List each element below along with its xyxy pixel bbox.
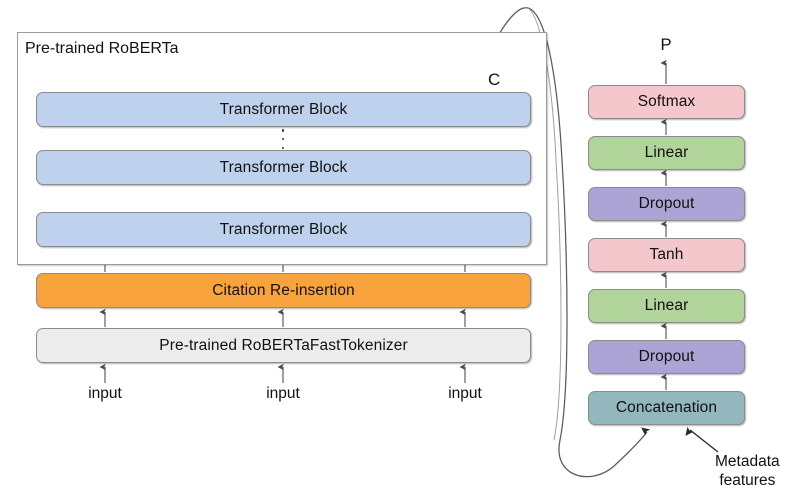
tanh-block: Tanh bbox=[588, 238, 745, 272]
pretrained-roberta-label: Pre-trained RoBERTa bbox=[25, 40, 179, 57]
input-label-2: input bbox=[266, 385, 300, 402]
linear-block-bottom: Linear bbox=[588, 289, 745, 323]
tokenizer-block: Pre-trained RoBERTaFastTokenizer bbox=[36, 328, 531, 363]
dropout-block-top: Dropout bbox=[588, 187, 745, 221]
softmax-block: Softmax bbox=[588, 85, 745, 119]
transformer-block-top: Transformer Block bbox=[36, 92, 531, 127]
metadata-features-line1: Metadata bbox=[715, 453, 780, 470]
metadata-arrow bbox=[685, 426, 719, 453]
input-label-1: input bbox=[88, 385, 122, 402]
citation-reinsertion-block: Citation Re-insertion bbox=[36, 273, 531, 308]
cls-token-label: C bbox=[488, 70, 501, 89]
output-probability-label: P bbox=[660, 36, 672, 54]
dropout-block-bottom: Dropout bbox=[588, 340, 745, 374]
transformer-block-middle: Transformer Block bbox=[36, 150, 531, 185]
metadata-features-label: Metadata features bbox=[715, 452, 780, 490]
vertical-ellipsis-icon bbox=[278, 129, 288, 149]
linear-block-top: Linear bbox=[588, 136, 745, 170]
transformer-block-bottom: Transformer Block bbox=[36, 212, 531, 247]
concatenation-block: Concatenation bbox=[588, 391, 745, 425]
metadata-features-line2: features bbox=[719, 472, 776, 489]
input-label-3: input bbox=[448, 385, 482, 402]
